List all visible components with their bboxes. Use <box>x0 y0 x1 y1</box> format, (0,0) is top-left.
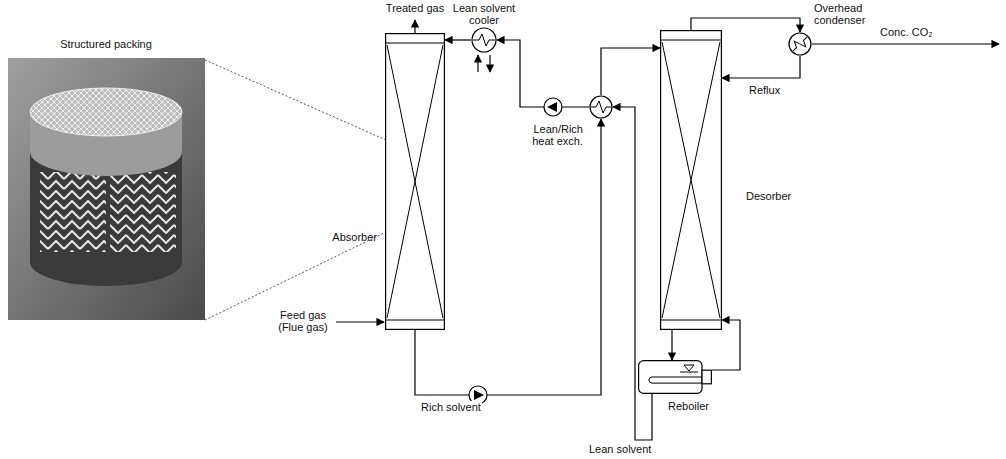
coolant-arrow <box>489 55 490 72</box>
stream-label: Rich solvent <box>420 401 482 413</box>
stream-label: Reflux <box>748 84 781 96</box>
packing-bed <box>660 40 722 320</box>
process-stream <box>691 18 800 32</box>
unit-label: Desorber <box>746 190 791 202</box>
condenser-symbol <box>788 32 812 56</box>
exchanger-circle <box>590 96 612 118</box>
exchanger-coil <box>473 34 495 46</box>
unit-label: Lean/Rich heat exch. <box>519 123 583 147</box>
process-stream <box>722 56 800 78</box>
pump-symbol <box>547 102 557 112</box>
absorber-column: Absorber <box>385 33 445 330</box>
reboiler-head <box>702 370 711 384</box>
packing-mesh <box>30 88 182 136</box>
reboiler-symbol: Reboiler <box>638 360 712 394</box>
stream-label: Lean solvent <box>588 443 652 455</box>
packing-chevrons <box>40 172 106 252</box>
cooler-symbol: Lean solvent cooler <box>471 27 497 53</box>
pump-symbol <box>474 390 484 400</box>
packing-body <box>30 112 182 286</box>
packing-top <box>30 88 182 136</box>
exchanger-coil <box>789 33 812 56</box>
column-shell <box>386 34 445 330</box>
leader-line <box>205 60 386 140</box>
stream-label: Feed gas (Flue gas) <box>274 309 332 333</box>
unit-label: Reboiler <box>668 400 709 412</box>
unit-label: Absorber <box>332 231 377 243</box>
stream-label: Conc. CO₂ <box>880 26 933 38</box>
figure-caption: Structured packing <box>60 38 152 50</box>
stream-arrow <box>414 20 415 33</box>
coolant-arrow <box>477 55 478 72</box>
reboiler-drum <box>639 361 702 394</box>
reboiler-tube <box>649 377 702 383</box>
stream-arrow <box>336 321 384 322</box>
unit-label: Overhead condenser <box>814 2 880 26</box>
desorber-column <box>660 30 722 330</box>
heat-exchanger-symbol: Lean/Rich heat exch. <box>589 95 613 119</box>
heat-exchanger-symbol <box>589 95 613 119</box>
level-symbol <box>680 365 698 372</box>
process-stream <box>497 40 589 107</box>
exchanger-circle <box>789 33 811 55</box>
desorber-column: Desorber <box>660 30 722 330</box>
stream-label: Treated gas <box>386 2 444 14</box>
condenser-symbol: Overhead condenser <box>788 32 812 56</box>
cooler-symbol <box>471 27 497 53</box>
packing-photo <box>8 58 205 320</box>
process-stream <box>601 48 660 95</box>
column-shell <box>661 31 722 330</box>
unit-label: Lean solvent cooler <box>445 2 523 26</box>
process-stream <box>445 39 471 40</box>
packing-chevrons <box>110 172 176 252</box>
pump-symbol <box>544 98 562 116</box>
exchanger-coil <box>591 101 611 113</box>
exchanger-circle <box>472 28 496 52</box>
packing-bed <box>385 43 445 320</box>
absorber-column <box>385 33 445 330</box>
process-stream <box>671 330 672 360</box>
leader-line <box>205 232 386 320</box>
stream-arrow <box>812 43 999 44</box>
reboiler-symbol <box>638 360 712 394</box>
